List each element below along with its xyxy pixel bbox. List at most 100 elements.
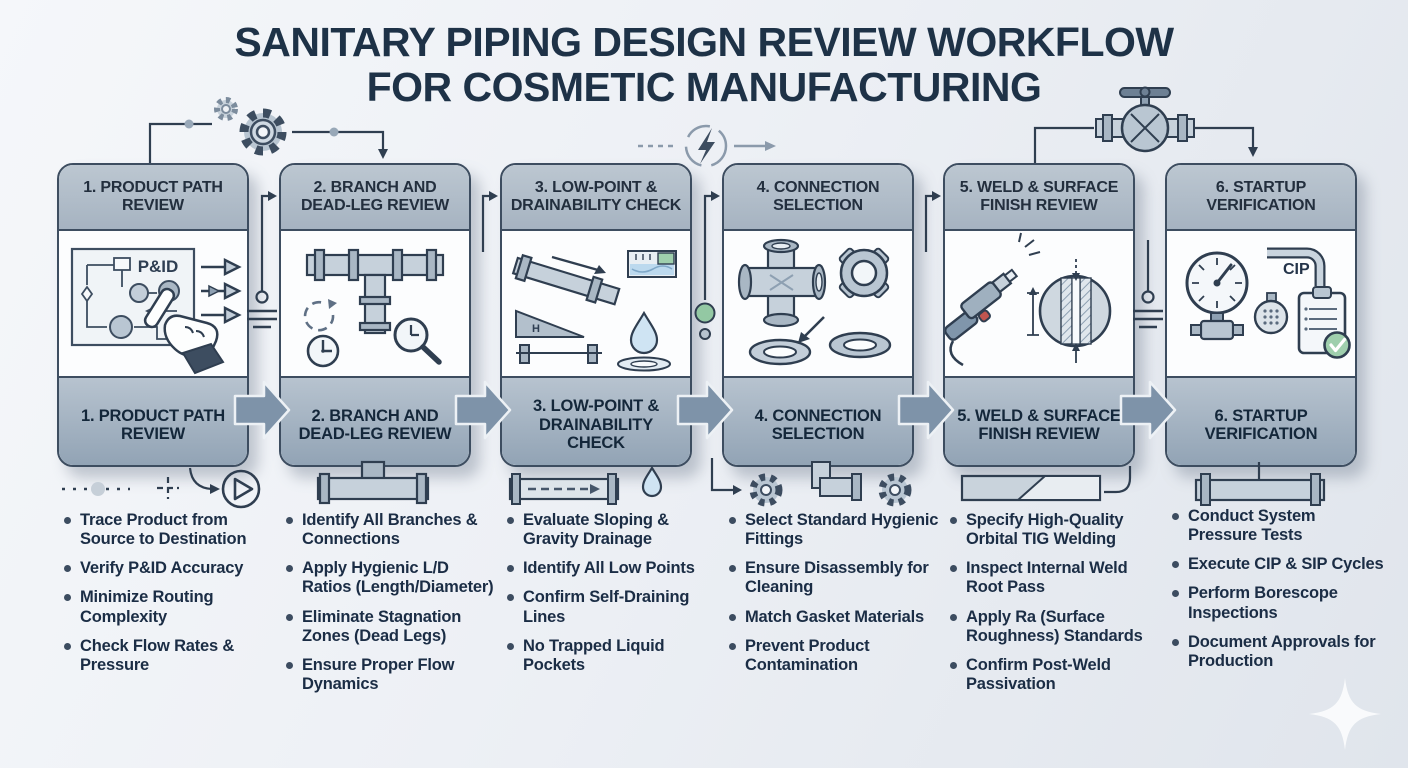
bullet-item: Trace Product from Source to Destination [64, 511, 278, 549]
bullet-dot [950, 517, 957, 524]
bullet-item: Select Standard Hygienic Fittings [729, 511, 943, 549]
bullet-item: Prevent Product Contamination [729, 637, 943, 675]
bullet-item: Conduct System Pressure Tests [1172, 507, 1386, 545]
four-point-star [1309, 678, 1381, 750]
bullet-dot [286, 661, 293, 669]
step-4-band-label: 4. CONNECTION SELECTION [724, 376, 912, 465]
step-1-header: 1. PRODUCT PATH REVIEW [59, 165, 247, 231]
bullet-dot [286, 565, 293, 573]
pointing-hand-icon [143, 287, 225, 375]
bullet-dot [507, 517, 514, 524]
bullet-dot [950, 565, 957, 573]
spray-ball-icon [1253, 292, 1289, 335]
bullet-item: Apply Hygienic L/D Ratios (Length/Diamet… [286, 559, 500, 597]
step-card-4: 4. CONNECTION SELECTION [722, 163, 914, 467]
tee-fitting-icon [316, 460, 430, 505]
bullet-dot [729, 613, 736, 621]
step-1-band-label: 1. PRODUCT PATH REVIEW [59, 376, 247, 465]
bullet-item: Execute CIP & SIP Cycles [1172, 555, 1386, 574]
bullet-dot [286, 613, 293, 621]
clamp-ring [838, 247, 890, 299]
bullet-item: Inspect Internal Weld Root Pass [950, 559, 1164, 597]
step-3-header: 3. LOW-POINT & DRAINABILITY CHECK [502, 165, 690, 231]
bullet-dot [64, 517, 71, 524]
bullet-dot [507, 565, 514, 573]
bullet-dot [64, 594, 71, 602]
bullet-item: Ensure Proper Flow Dynamics [286, 656, 500, 694]
step-5-bullet-list: Specify High-Quality Orbital TIG Welding… [950, 511, 1164, 704]
step-4-bullet-list: Select Standard Hygienic Fittings Ensure… [729, 511, 943, 685]
bullet-dot [507, 642, 514, 650]
bullet-item: Document Approvals for Production [1172, 633, 1386, 671]
bullet-dot [729, 517, 736, 524]
clipboard-check-icon [1297, 286, 1351, 359]
tig-torch-weld-seam-icon [945, 232, 1112, 367]
droplet-icon [617, 310, 671, 372]
spark-lines [1018, 232, 1041, 256]
bullet-item: Specify High-Quality Orbital TIG Welding [950, 511, 1164, 549]
step-6-illustration: CIP [1167, 231, 1355, 376]
wedge-label: H [532, 323, 540, 335]
sloped-pipe-droplet-icon: H [511, 250, 677, 372]
bullet-dot [64, 642, 71, 650]
polished-surface-icon [960, 466, 1132, 502]
green-dot [694, 302, 716, 324]
bullet-item: Ensure Disassembly for Cleaning [729, 559, 943, 597]
bullet-dot [286, 517, 293, 524]
bullet-item: Verify P&ID Accuracy [64, 559, 278, 578]
bullet-item: Confirm Self-Draining Lines [507, 588, 721, 626]
step-card-2: 2. BRANCH AND DEAD-LEG REVIEW [279, 163, 471, 467]
top-connectors [148, 122, 1255, 163]
step-5-band-label: 5. WELD & SURFACE FINISH REVIEW [945, 376, 1133, 465]
bullet-dot [1172, 590, 1179, 598]
step-2-header: 2. BRANCH AND DEAD-LEG REVIEW [281, 165, 469, 231]
level-gauge-icon [627, 250, 677, 278]
step-1-bullet-list: Trace Product from Source to Destination… [64, 511, 278, 685]
step-6-band-label: 6. STARTUP VERIFICATION [1167, 376, 1355, 465]
refresh-arrow-icon [303, 299, 337, 332]
cross-fitting [737, 238, 827, 328]
cip-label: CIP [1283, 261, 1310, 278]
step-card-6: 6. STARTUP VERIFICATION CIP [1165, 163, 1357, 467]
weld-seam-circle [1027, 259, 1112, 363]
clock-icon [306, 334, 340, 368]
step-card-1: 1. PRODUCT PATH REVIEW P&ID [57, 163, 249, 467]
lightning-bolt-icon [638, 124, 776, 168]
page-title: SANITARY PIPING DESIGN REVIEW WORKFLOW F… [0, 22, 1408, 112]
cip-pipe [1267, 247, 1326, 286]
step-5-header: 5. WELD & SURFACE FINISH REVIEW [945, 165, 1133, 231]
pressure-gauge-icon [1185, 251, 1249, 341]
flanged-pipe-icon [1194, 462, 1326, 506]
page-title-line2: FOR COSMETIC MANUFACTURING [366, 64, 1042, 110]
bullet-item: Match Gasket Materials [729, 608, 943, 627]
bullet-dot [950, 613, 957, 621]
low-point-pipes [516, 344, 602, 364]
step-2-bullet-list: Identify All Branches & Connections Appl… [286, 511, 500, 704]
step-card-3: 3. LOW-POINT & DRAINABILITY CHECK [500, 163, 692, 467]
bullet-dot [64, 565, 71, 573]
bullet-dot [1172, 561, 1179, 569]
drain-arrow-pipe-droplet-icon [508, 465, 663, 505]
step-3-band-label: 3. LOW-POINT & DRAINABILITY CHECK [502, 376, 690, 465]
pid-diagram-hand-icon: P&ID [70, 247, 242, 375]
bullet-item: Confirm Post-Weld Passivation [950, 656, 1164, 694]
pipe-tee-clock-magnifier-icon [303, 248, 445, 368]
bullet-dot [1172, 638, 1179, 646]
step-4-illustration [724, 231, 912, 376]
bullet-item: Check Flow Rates & Pressure [64, 637, 278, 675]
gauge-cip-clipboard-icon: CIP [1185, 247, 1351, 359]
step-1-illustration: P&ID [59, 231, 247, 376]
slope-wedge: H [515, 309, 585, 338]
bullet-item: Perform Borescope Inspections [1172, 584, 1386, 622]
step-2-illustration [281, 231, 469, 376]
step-5-illustration [945, 231, 1133, 376]
step-2-band-label: 2. BRANCH AND DEAD-LEG REVIEW [281, 376, 469, 465]
step-6-header: 6. STARTUP VERIFICATION [1167, 165, 1355, 231]
bullet-dot [729, 565, 736, 573]
gasket-rings [748, 331, 892, 366]
tig-torch [945, 268, 1019, 341]
bullet-item: Identify All Low Points [507, 559, 721, 578]
flow-arrows [201, 258, 242, 324]
bullet-item: Evaluate Sloping & Gravity Drainage [507, 511, 721, 549]
